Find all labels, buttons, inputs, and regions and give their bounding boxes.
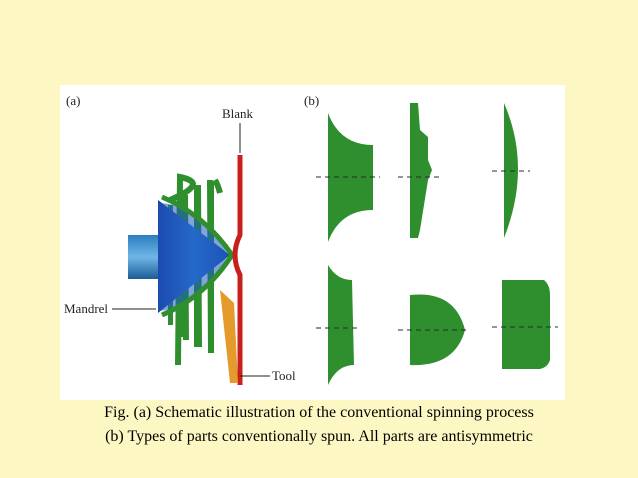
blank-label: Blank bbox=[222, 106, 254, 121]
figure-panel: (a) Blank Mandrel Tool bbox=[60, 85, 565, 400]
spun-parts bbox=[328, 103, 550, 385]
panel-a-tag: (a) bbox=[66, 93, 80, 108]
stage-5 bbox=[212, 178, 223, 194]
blank-sheet bbox=[232, 155, 243, 385]
tool-label: Tool bbox=[272, 368, 296, 383]
part-stepped bbox=[410, 103, 432, 238]
part-cylinder bbox=[328, 265, 354, 385]
panel-b-tag: (b) bbox=[304, 93, 319, 108]
mandrel-label: Mandrel bbox=[64, 301, 108, 316]
formed-blank bbox=[161, 194, 235, 318]
stage-1 bbox=[168, 173, 196, 366]
part-flared bbox=[328, 113, 373, 242]
tool-icon bbox=[220, 290, 238, 383]
caption-line-2: (b) Types of parts conventionally spun. … bbox=[105, 428, 533, 445]
caption-line-1: Fig. (a) Schematic illustration of the c… bbox=[104, 404, 534, 421]
spinning-diagram: (a) Blank Mandrel Tool bbox=[64, 93, 558, 385]
centerlines bbox=[316, 170, 558, 331]
part-cup bbox=[502, 280, 550, 369]
